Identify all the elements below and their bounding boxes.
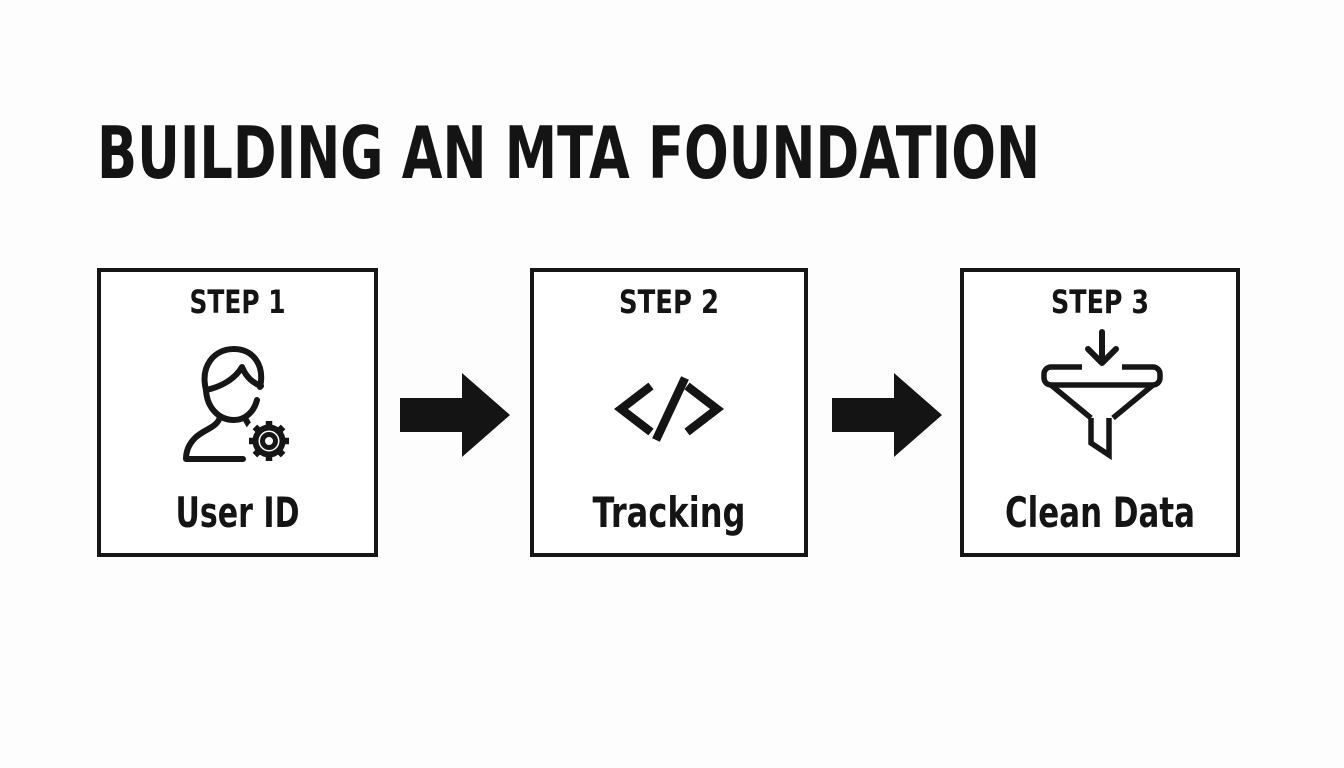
step-2-box: STEP 2 Tracking (530, 268, 808, 557)
step-3-caption: Clean Data (1005, 488, 1195, 537)
arrow-right-icon (400, 373, 510, 457)
code-icon (614, 376, 724, 442)
user-gear-icon (182, 346, 295, 467)
step-3-box: STEP 3 Clean Data (960, 268, 1240, 557)
step-2-caption: Tracking (593, 488, 746, 537)
svg-text:STEP 2: STEP 2 (619, 283, 719, 321)
svg-text:STEP 3: STEP 3 (1051, 283, 1149, 321)
svg-text:User ID: User ID (176, 488, 300, 537)
arrow-right-icon (832, 373, 942, 457)
funnel-rim-gap (1082, 361, 1122, 373)
svg-text:STEP 1: STEP 1 (190, 283, 286, 321)
svg-text:Tracking: Tracking (593, 488, 746, 537)
step-1-caption: User ID (176, 488, 300, 537)
step-2-label: STEP 2 (619, 283, 719, 321)
step-1-box: STEP 1 User ID (97, 268, 378, 557)
page-title-text: BUILDING AN MTA FOUNDATION (97, 111, 1040, 195)
step-3-label: STEP 3 (1051, 283, 1149, 321)
funnel-arrow-icon (1041, 329, 1163, 461)
svg-text:Clean Data: Clean Data (1005, 488, 1195, 537)
step-1-label: STEP 1 (190, 283, 286, 321)
page-title: BUILDING AN MTA FOUNDATION (97, 111, 1040, 195)
